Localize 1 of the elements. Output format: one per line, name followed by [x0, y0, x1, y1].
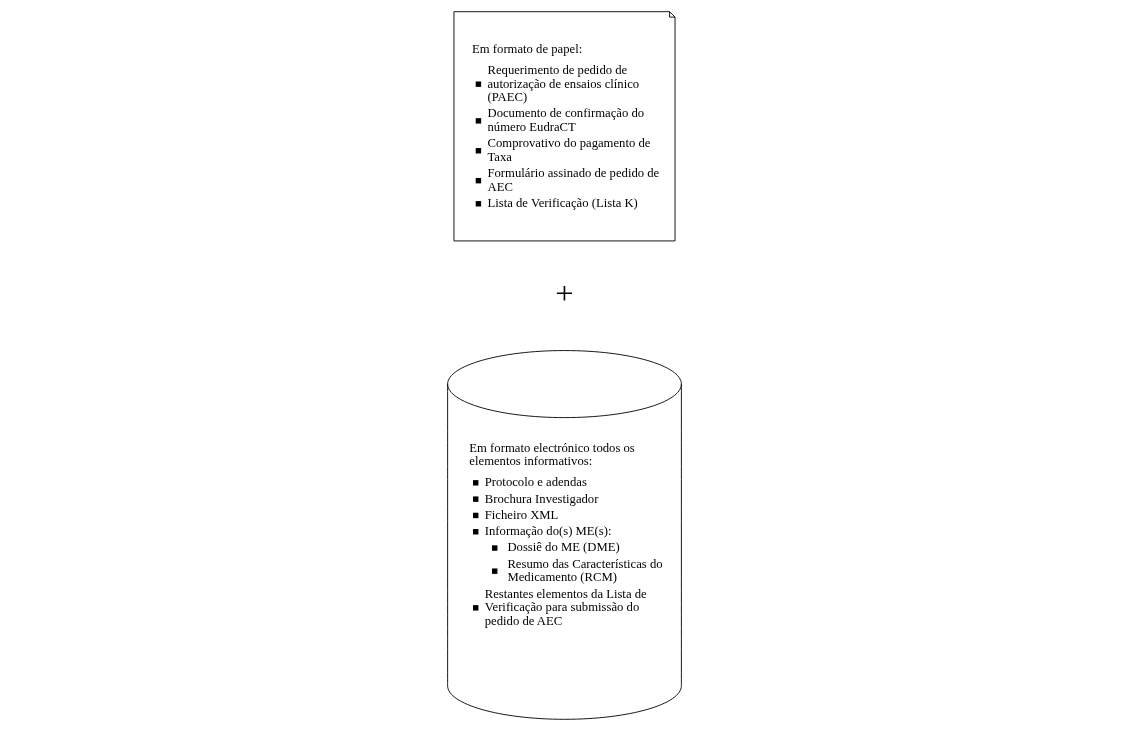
- label: +: [555, 274, 574, 311]
